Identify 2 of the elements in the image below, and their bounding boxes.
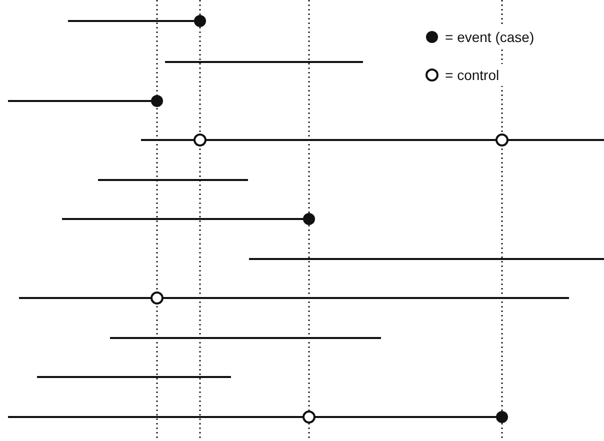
legend-label: = control — [445, 66, 500, 85]
legend-label: = event (case) — [445, 28, 534, 47]
